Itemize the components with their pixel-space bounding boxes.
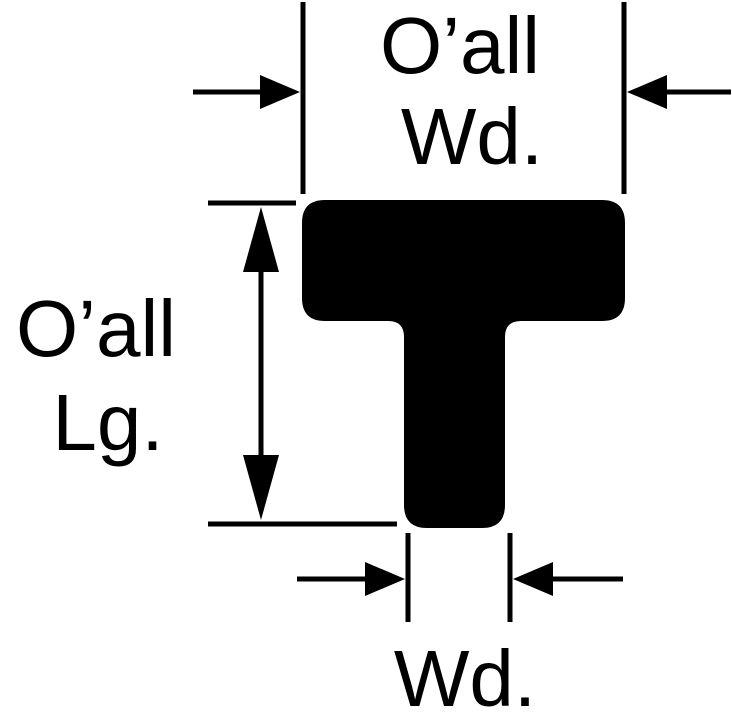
overall-length-arrow: [243, 207, 279, 520]
stem-width-arrow-right: [513, 562, 623, 596]
stem-width-label: Wd.: [394, 634, 536, 720]
overall-width-label-line1: O’all: [380, 1, 540, 90]
overall-width-arrow-left: [193, 75, 300, 109]
overall-length-label-line1: O’all: [16, 284, 176, 373]
overall-width-label-line2: Wd.: [401, 92, 543, 181]
overall-width-arrow-right: [627, 75, 731, 109]
stem-width-arrow-left: [297, 562, 405, 596]
t-shape-profile: [302, 200, 625, 528]
overall-length-label-line2: Lg.: [52, 378, 163, 467]
